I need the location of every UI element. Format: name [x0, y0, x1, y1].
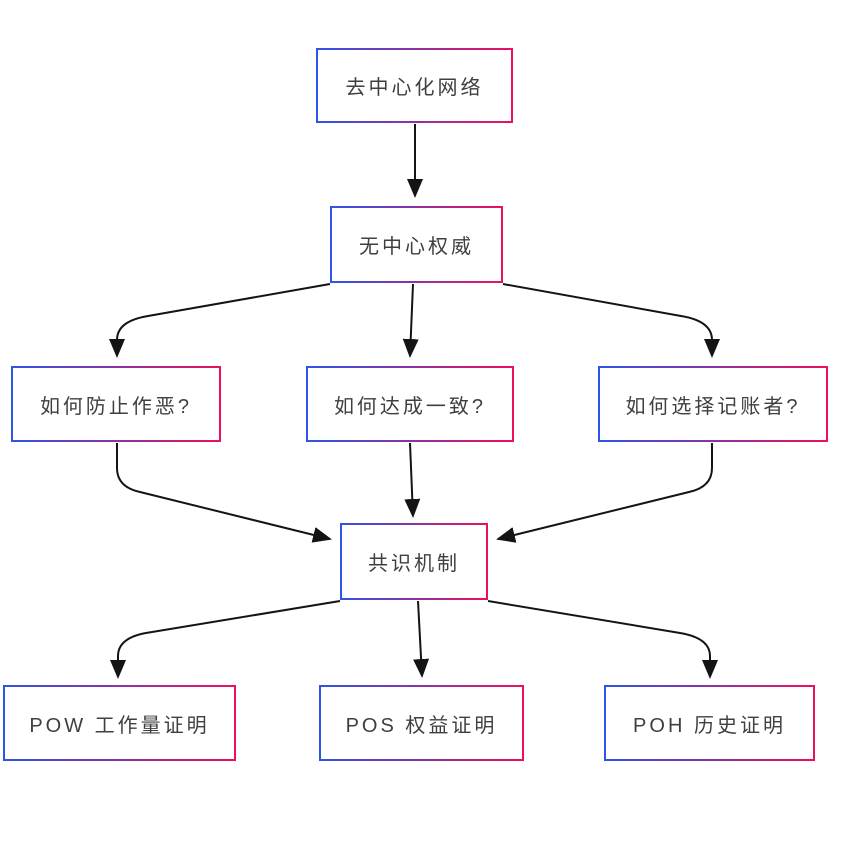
node-pow-proof-of-work-label: POW 工作量证明: [29, 714, 210, 737]
node-how-to-reach-agreement[interactable]: 如何达成一致?: [306, 366, 514, 442]
node-poh-proof-of-history-label: POH 历史证明: [633, 714, 786, 737]
node-decentralized-network-label: 去中心化网络: [345, 77, 484, 99]
edge-authority-reach-agreement-arrow: [402, 283, 419, 358]
edge-prevent-evil-consensus-arrow: [116, 443, 332, 543]
node-pos-proof-of-stake-label: POS 权益证明: [345, 714, 498, 737]
node-how-to-reach-agreement-label: 如何达成一致?: [333, 395, 487, 418]
node-no-central-authority[interactable]: 无中心权威: [330, 206, 503, 283]
node-consensus-mechanism[interactable]: 共识机制: [340, 523, 488, 600]
edge-consensus-poh-arrow: [487, 600, 718, 679]
node-how-to-prevent-evil-label: 如何防止作恶?: [39, 395, 193, 418]
edge-reach-agreement-consensus-arrow: [404, 442, 421, 518]
node-how-to-choose-bookkeeper-label: 如何选择记账者?: [625, 395, 801, 418]
node-consensus-mechanism-label: 共识机制: [368, 553, 460, 575]
edge-authority-choose-bookkeeper-arrow: [502, 283, 720, 358]
node-pow-proof-of-work[interactable]: POW 工作量证明: [3, 685, 236, 761]
edge-consensus-pow-arrow: [110, 600, 341, 679]
node-no-central-authority-label: 无中心权威: [359, 236, 474, 258]
edge-choose-bookkeeper-consensus-arrow: [496, 443, 713, 543]
node-how-to-prevent-evil[interactable]: 如何防止作恶?: [11, 366, 221, 442]
node-decentralized-network[interactable]: 去中心化网络: [316, 48, 513, 123]
edge-authority-prevent-evil-arrow: [109, 283, 331, 358]
node-how-to-choose-bookkeeper[interactable]: 如何选择记账者?: [598, 366, 828, 442]
edge-consensus-pos-arrow: [413, 600, 430, 678]
node-poh-proof-of-history[interactable]: POH 历史证明: [604, 685, 815, 761]
node-pos-proof-of-stake[interactable]: POS 权益证明: [319, 685, 524, 761]
